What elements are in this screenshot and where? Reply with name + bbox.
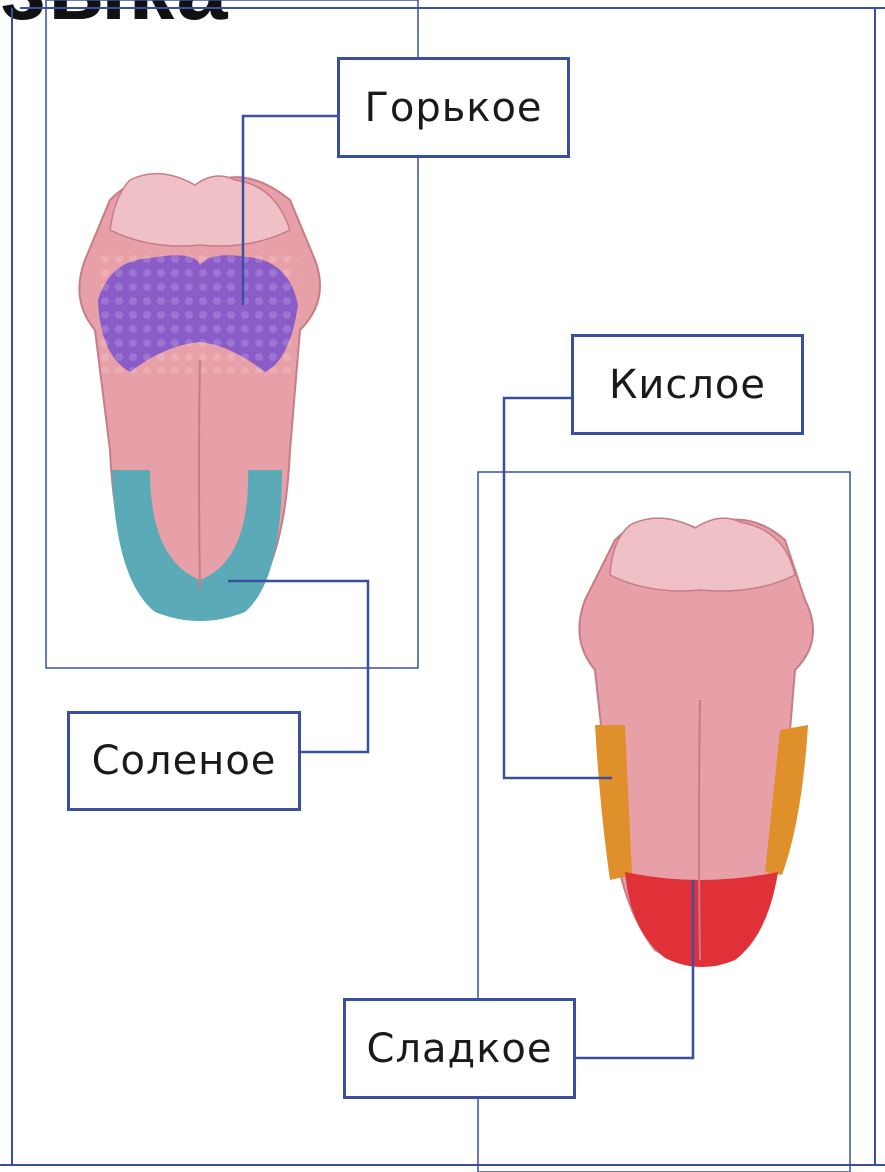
left-tongue (79, 174, 320, 621)
right-tongue (579, 518, 813, 967)
sweet-zone (625, 872, 778, 967)
left-midline (199, 360, 200, 590)
label-bitter: Горькое (337, 57, 570, 158)
label-sweet: Сладкое (343, 998, 576, 1099)
label-salty: Соленое (67, 711, 301, 811)
label-sour: Кислое (571, 334, 804, 435)
right-midline (699, 700, 700, 960)
